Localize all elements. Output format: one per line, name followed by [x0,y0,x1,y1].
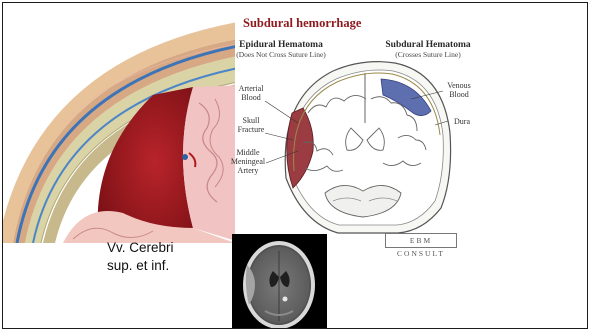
label-skull-fracture: Skull Fracture [233,116,269,134]
ebm-consult-logo: EBM CONSULT [385,233,457,248]
label-venous-blood: Venous Blood [439,81,479,99]
label-mma-line3: Artery [238,166,259,175]
label-arterial-line1: Arterial [239,84,264,93]
label-venous-line1: Venous [447,81,471,90]
epidural-header: Epidural Hematoma (Does Not Cross Suture… [221,40,341,59]
subdural-header: Subdural Hematoma (Crosses Suture Line) [373,40,483,59]
caption: Vv. Cerebri sup. et inf. [107,239,174,275]
label-middle-meningeal-artery: Middle Meningeal Artery [227,148,269,175]
label-dura: Dura [447,117,477,126]
scalp-cross-section-illustration [3,3,243,243]
caption-line1: Vv. Cerebri [107,239,174,257]
slide-title: Subdural hemorrhage [243,16,361,31]
label-mma-line1: Middle [236,148,259,157]
label-mma-line2: Meningeal [231,157,265,166]
label-skull-line1: Skull [243,116,260,125]
subdural-subtitle: (Crosses Suture Line) [373,50,483,59]
ct-scan-image [232,234,327,329]
caption-line2: sup. et inf. [107,257,174,275]
epidural-subtitle: (Does Not Cross Suture Line) [221,50,341,59]
label-venous-line2: Blood [449,90,469,99]
epidural-title: Epidural Hematoma [221,40,341,50]
label-arterial-blood: Arterial Blood [233,84,269,102]
subdural-title: Subdural Hematoma [373,40,483,50]
label-skull-line2: Fracture [238,125,265,134]
label-arterial-line2: Blood [241,93,261,102]
slide-frame: Subdural hemorrhage Epidural Hematoma (D… [2,2,588,329]
coronal-brain-illustration [265,62,451,233]
